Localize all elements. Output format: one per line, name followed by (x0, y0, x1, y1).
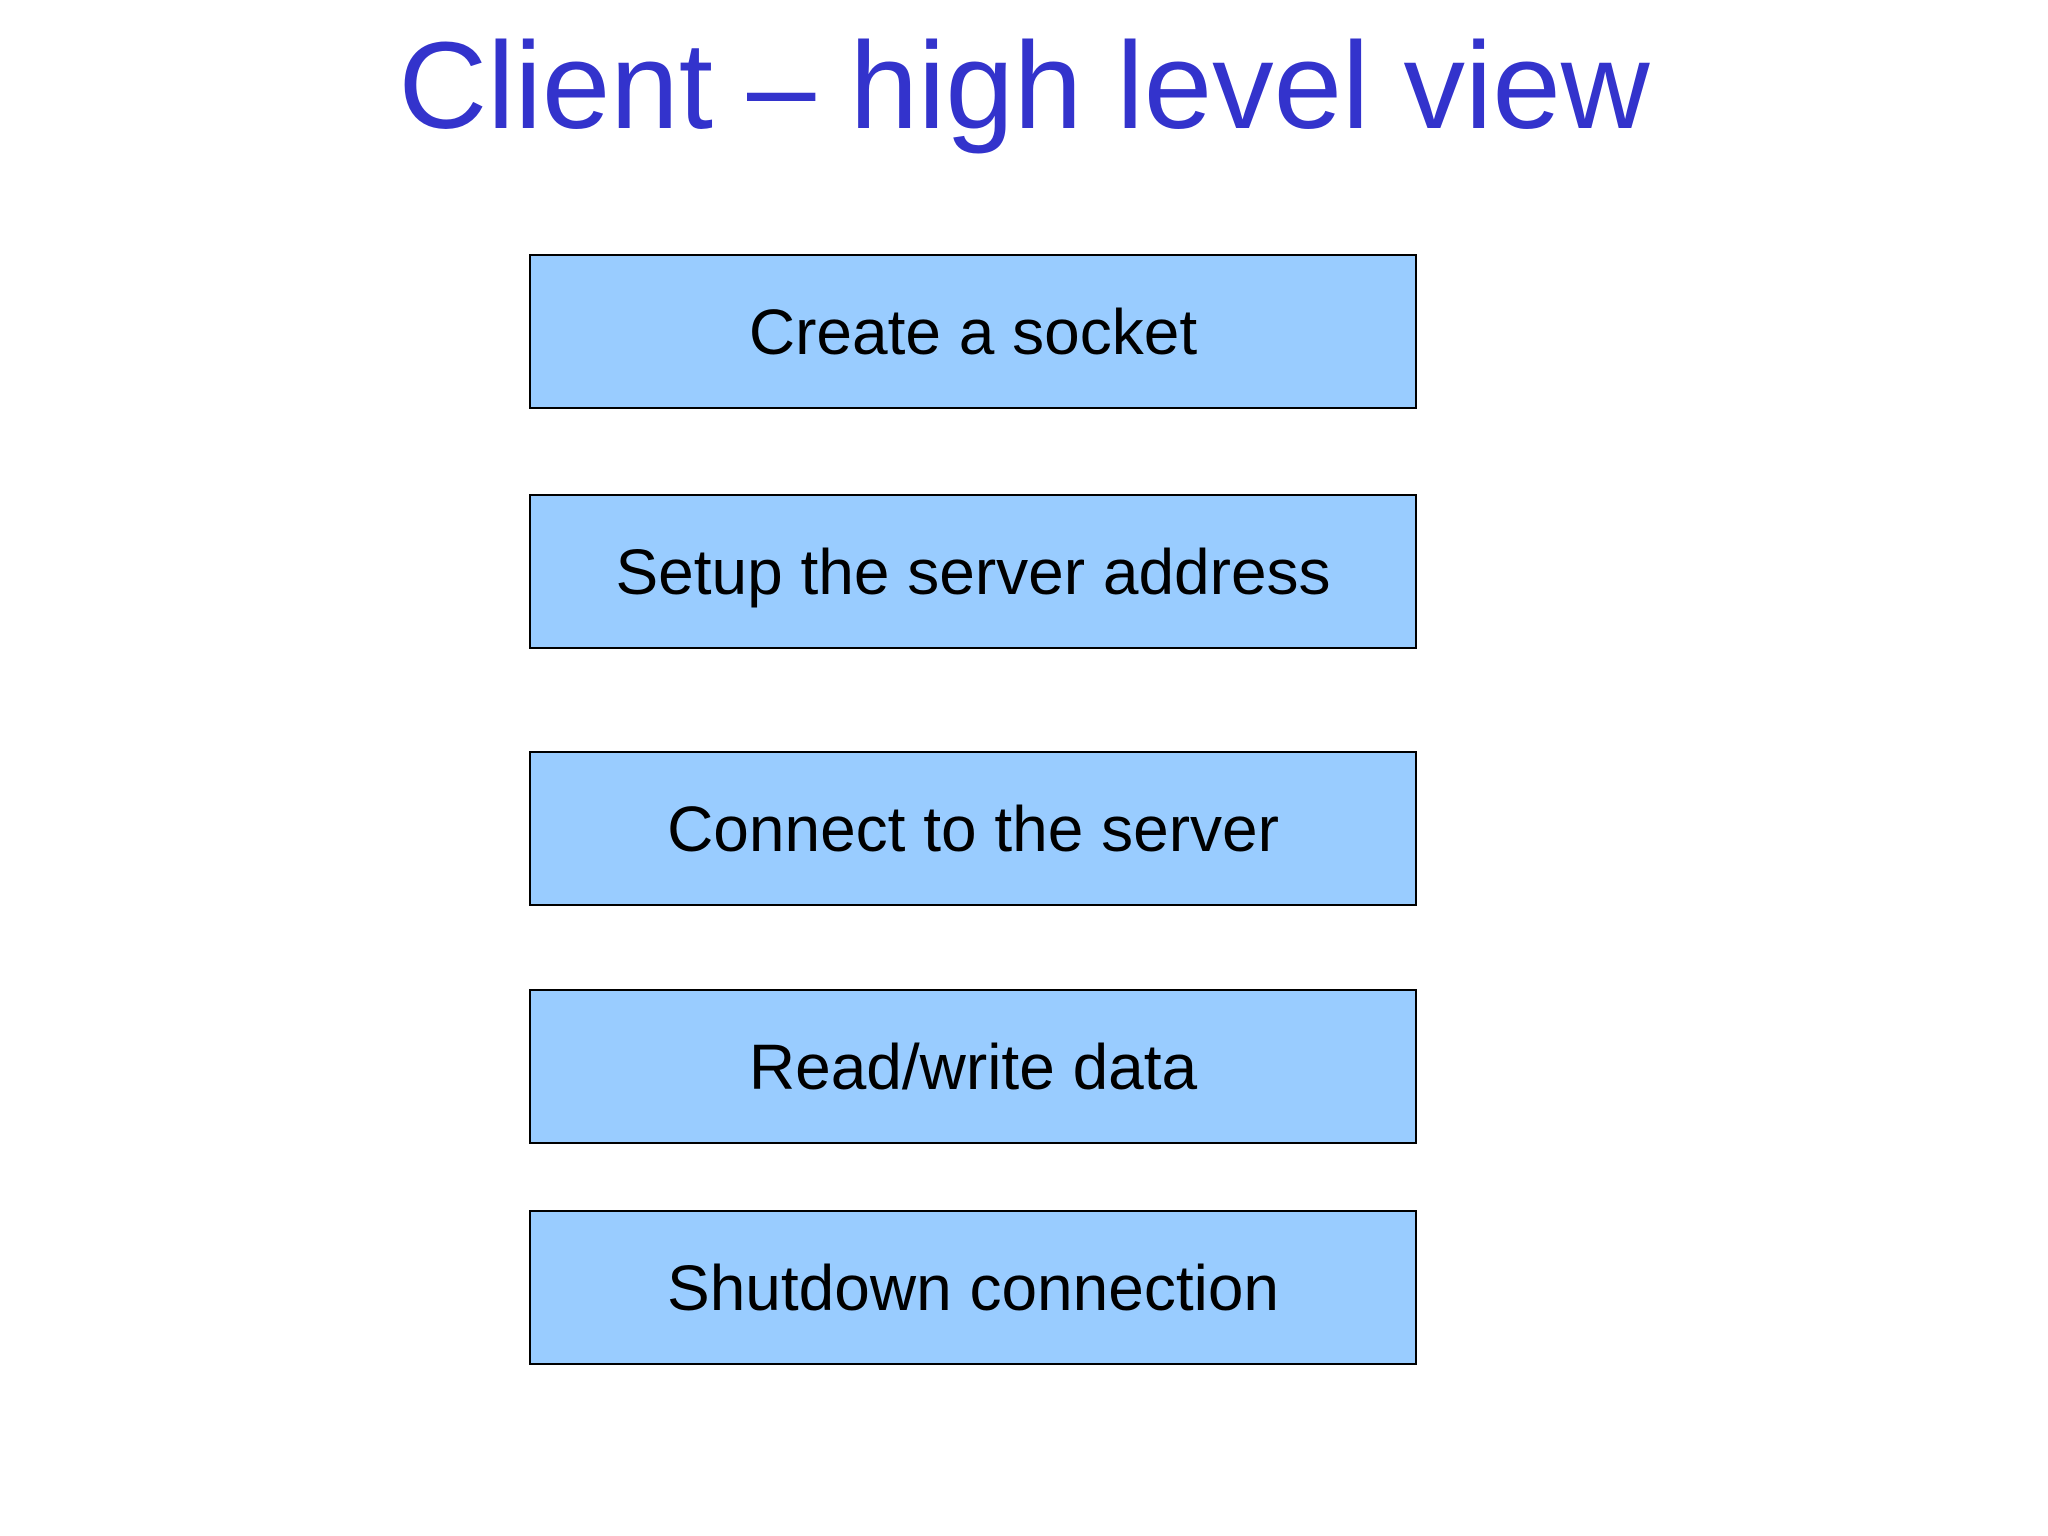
flow-step-label: Read/write data (748, 1030, 1198, 1103)
flow-step-shutdown-connection: Shutdown connection (529, 1210, 1417, 1365)
flow-step-label: Connect to the server (667, 792, 1279, 865)
flow-step-label: Shutdown connection (667, 1251, 1279, 1324)
slide-title: Client – high level view (398, 18, 1650, 155)
flow-step-connect-to-server: Connect to the server (529, 751, 1417, 906)
flow-step-label: Create a socket (748, 295, 1198, 368)
flow-step-label: Setup the server address (615, 535, 1331, 608)
flow-step-create-socket: Create a socket (529, 254, 1417, 409)
flow-step-read-write-data: Read/write data (529, 989, 1417, 1144)
flow-step-setup-server-address: Setup the server address (529, 494, 1417, 649)
